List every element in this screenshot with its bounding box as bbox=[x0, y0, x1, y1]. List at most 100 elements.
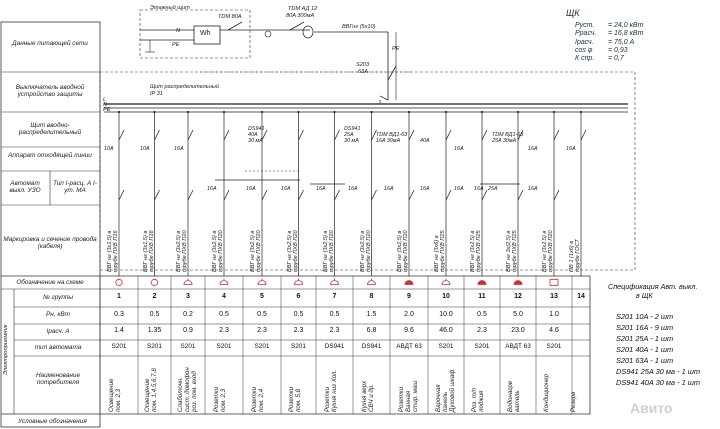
pkw-value: 0.5 bbox=[329, 311, 340, 318]
sub-breaker-label: 16A bbox=[384, 186, 394, 192]
icalc-value: 2.3 bbox=[477, 327, 487, 334]
watermark: Авито bbox=[630, 400, 673, 416]
shk-param-value: = 75,0 А bbox=[608, 38, 635, 46]
spec-item: S201 10A - 2 шт bbox=[616, 312, 674, 321]
group-number: 13 bbox=[550, 293, 558, 300]
row-label-icalc: Iрасч. А bbox=[46, 328, 70, 335]
breaker-type: S201 bbox=[147, 343, 162, 350]
breaker-label: TDM ВД1-63 16A 30мА bbox=[376, 132, 408, 144]
pkw-value: 1.5 bbox=[366, 311, 377, 318]
breaker-type: S201 bbox=[438, 343, 454, 350]
breaker-type: S201 bbox=[111, 343, 127, 350]
sub-breaker-label: 25A bbox=[488, 186, 498, 192]
breaker-label: DS941 40A 30 мА bbox=[248, 126, 265, 144]
wiring-label: ВВГ нг (3х2,5) в трубе ПХВ П20 bbox=[359, 230, 372, 272]
pkw-value: 0.5 bbox=[257, 311, 267, 318]
consumer-name: Варочная панель Духовой шкаф bbox=[435, 369, 456, 412]
sub-breaker-label: 16A bbox=[316, 186, 326, 192]
row-label-panel: Щит вводно- распределительный bbox=[18, 122, 82, 137]
shk-param-key: Ррасч. bbox=[575, 30, 597, 38]
icalc-value: 4.6 bbox=[549, 327, 559, 334]
group-number: 8 bbox=[369, 293, 374, 300]
row-label-type: Тип I-расц. А I-ут. МА bbox=[53, 180, 97, 195]
pe-label: PE bbox=[172, 42, 180, 48]
consumer-name: Освещение пом. 2,3 bbox=[108, 378, 122, 412]
sub-breaker-label: 16A bbox=[281, 186, 291, 192]
pkw-value: 5.0 bbox=[513, 311, 523, 318]
breaker-type: S201 bbox=[546, 343, 562, 350]
group-number: 14 bbox=[577, 293, 585, 300]
wiring-label: ВВГ нг (3х2,5) в трубе ПХВ П20 bbox=[542, 230, 555, 272]
wiring-label: ВВГ нг (3х2,5) в трубе ПХВ П20 bbox=[176, 230, 189, 272]
wiring-label: ВВГ нг (3х2,5) в трубе ПХВ П20 bbox=[250, 230, 263, 272]
s203-label: S203 bbox=[356, 62, 370, 68]
shk-param-key: Руст. bbox=[575, 22, 595, 29]
consumer-name: Резерв bbox=[570, 391, 577, 412]
breaker-type: S201 bbox=[474, 343, 490, 350]
row-label-group: № группы bbox=[42, 294, 74, 301]
consumer-name: Розетки Ванная стир. маш bbox=[398, 380, 419, 412]
sub-breaker-label: 16A bbox=[420, 186, 430, 192]
shk-param-value: = 16,8 кВт bbox=[608, 30, 644, 38]
group-number: 9 bbox=[407, 293, 411, 300]
spec-item: S201 25A - 1 шт bbox=[616, 334, 674, 343]
consumer-name: Розетки пом. 2,4 bbox=[251, 386, 265, 412]
icalc-value: 2.3 bbox=[329, 327, 340, 334]
icalc-value: 2.3 bbox=[293, 327, 304, 334]
group-number: 2 bbox=[152, 293, 157, 300]
icalc-value: 6.8 bbox=[366, 327, 377, 334]
spec-title: Спецификация Авт. выкл. bbox=[608, 282, 698, 291]
pkw-value: 2.0 bbox=[404, 311, 414, 318]
row-label-auto: Автомат выкл. УЗО bbox=[9, 180, 41, 195]
wiring-label: ВВГ нг (3х6) в трубе ПХВ П25 bbox=[434, 230, 447, 272]
shk-param-key: cos φ bbox=[575, 46, 593, 54]
row-label-pkw: Pн, кВт bbox=[46, 311, 70, 318]
wiring-label: ВВГ нг (3х2,5) в трубе ПХВ П20 bbox=[286, 230, 299, 272]
breaker-type: S201 bbox=[254, 343, 270, 350]
row-label-consumers: Наименование потребителя bbox=[35, 372, 81, 387]
row-label-wiring: Маркировка и сечение провода (кабеля) bbox=[3, 236, 97, 251]
group-number: 5 bbox=[260, 293, 264, 300]
group-number: 4 bbox=[222, 293, 226, 300]
sub-breaker-label: 16A bbox=[528, 186, 538, 192]
group-number: 7 bbox=[332, 293, 337, 300]
wiring-label: ВВГ нг (3х1,5) в трубе ПХВ П16 bbox=[142, 230, 155, 272]
wiring-label: ВВГ нг (3х2,5) в трубе ПХВ П20 bbox=[212, 230, 225, 272]
breaker-type: S201 bbox=[291, 343, 306, 350]
breaker-type: S201 bbox=[216, 343, 232, 350]
spec-item: DS941 40A 30 ма - 1 шт bbox=[616, 378, 701, 387]
row-label-atype: тип автомата bbox=[34, 344, 82, 351]
breaker-label: DS941 25A 30 мА bbox=[344, 126, 361, 144]
breaker-type: DS941 bbox=[324, 343, 345, 350]
spec-item: S201 63A - 1 шт bbox=[616, 356, 674, 365]
shk-param-key: К спр. bbox=[575, 55, 595, 63]
row-label-notation: Обозначение на схеме bbox=[16, 279, 84, 286]
spec-item: S201 16A - 9 шт bbox=[616, 323, 674, 332]
n-label: N bbox=[176, 28, 181, 34]
breaker-label: 16A bbox=[528, 146, 538, 152]
icalc-value: 2.3 bbox=[257, 327, 267, 334]
pkw-value: 0.5 bbox=[477, 311, 487, 318]
breaker-type: АВДТ 63 bbox=[396, 343, 422, 350]
wiring-label: ВВГ нг (3х2,5) в трубе ПХВ П25 bbox=[470, 230, 483, 272]
s203-rating: 63A bbox=[358, 69, 368, 75]
distribution-panel-label: Щит распределительный bbox=[150, 84, 220, 90]
sub-breaker-label: 16A bbox=[454, 186, 464, 192]
pkw-value: 0.5 bbox=[219, 311, 229, 318]
group-number: 6 bbox=[296, 293, 301, 300]
row-label-supply: Данные питающей сети bbox=[12, 40, 88, 47]
shk-param-key: Iрасч. bbox=[575, 38, 594, 46]
row-label-input-switch: Выключатель вводной устройство защиты bbox=[15, 84, 85, 99]
breaker-type: S201 bbox=[180, 343, 196, 350]
spec-item: S201 40A - 1 шт bbox=[616, 345, 674, 354]
icalc-value: 9.6 bbox=[404, 327, 414, 334]
pkw-value: 10.0 bbox=[439, 311, 453, 318]
breaker-label: 10A bbox=[140, 146, 150, 152]
icalc-value: 23.0 bbox=[511, 327, 525, 334]
icalc-value: 2.3 bbox=[219, 327, 229, 334]
group-number: 1 bbox=[117, 293, 121, 300]
icalc-value: 1.4 bbox=[114, 327, 124, 334]
wiring-label: ПВ 1 (1х6) в трубе ГОСТ bbox=[569, 239, 582, 272]
breaker-label: 16A bbox=[566, 146, 576, 152]
